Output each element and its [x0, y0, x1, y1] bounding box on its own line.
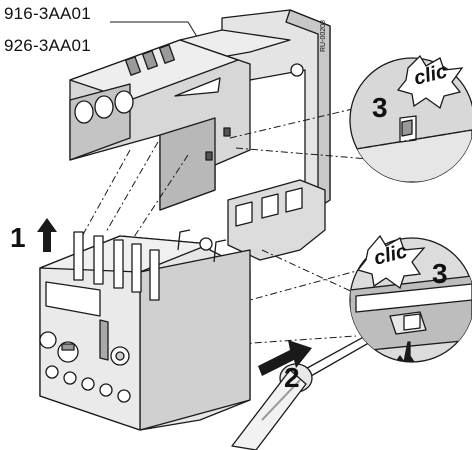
part-number-2: 926-3AA01	[4, 36, 91, 55]
clic-burst-bottom	[356, 234, 426, 290]
step-1-label: 1	[10, 222, 26, 253]
clic-burst-top	[396, 54, 464, 110]
mounting-rail	[227, 179, 326, 261]
overload-relay	[39, 229, 251, 431]
step-1-arrow	[37, 218, 57, 252]
drawing-code: RU-00208	[320, 20, 327, 52]
part-number-1: 916-3AA01	[4, 4, 91, 23]
step-2-label: 2	[284, 362, 300, 393]
step-3-label-top: 3	[372, 92, 388, 123]
guide-lines	[79, 101, 383, 351]
step-2-arrow	[258, 340, 312, 376]
step-3-label-bottom: 3	[432, 258, 448, 289]
terminal-cover	[69, 9, 331, 216]
